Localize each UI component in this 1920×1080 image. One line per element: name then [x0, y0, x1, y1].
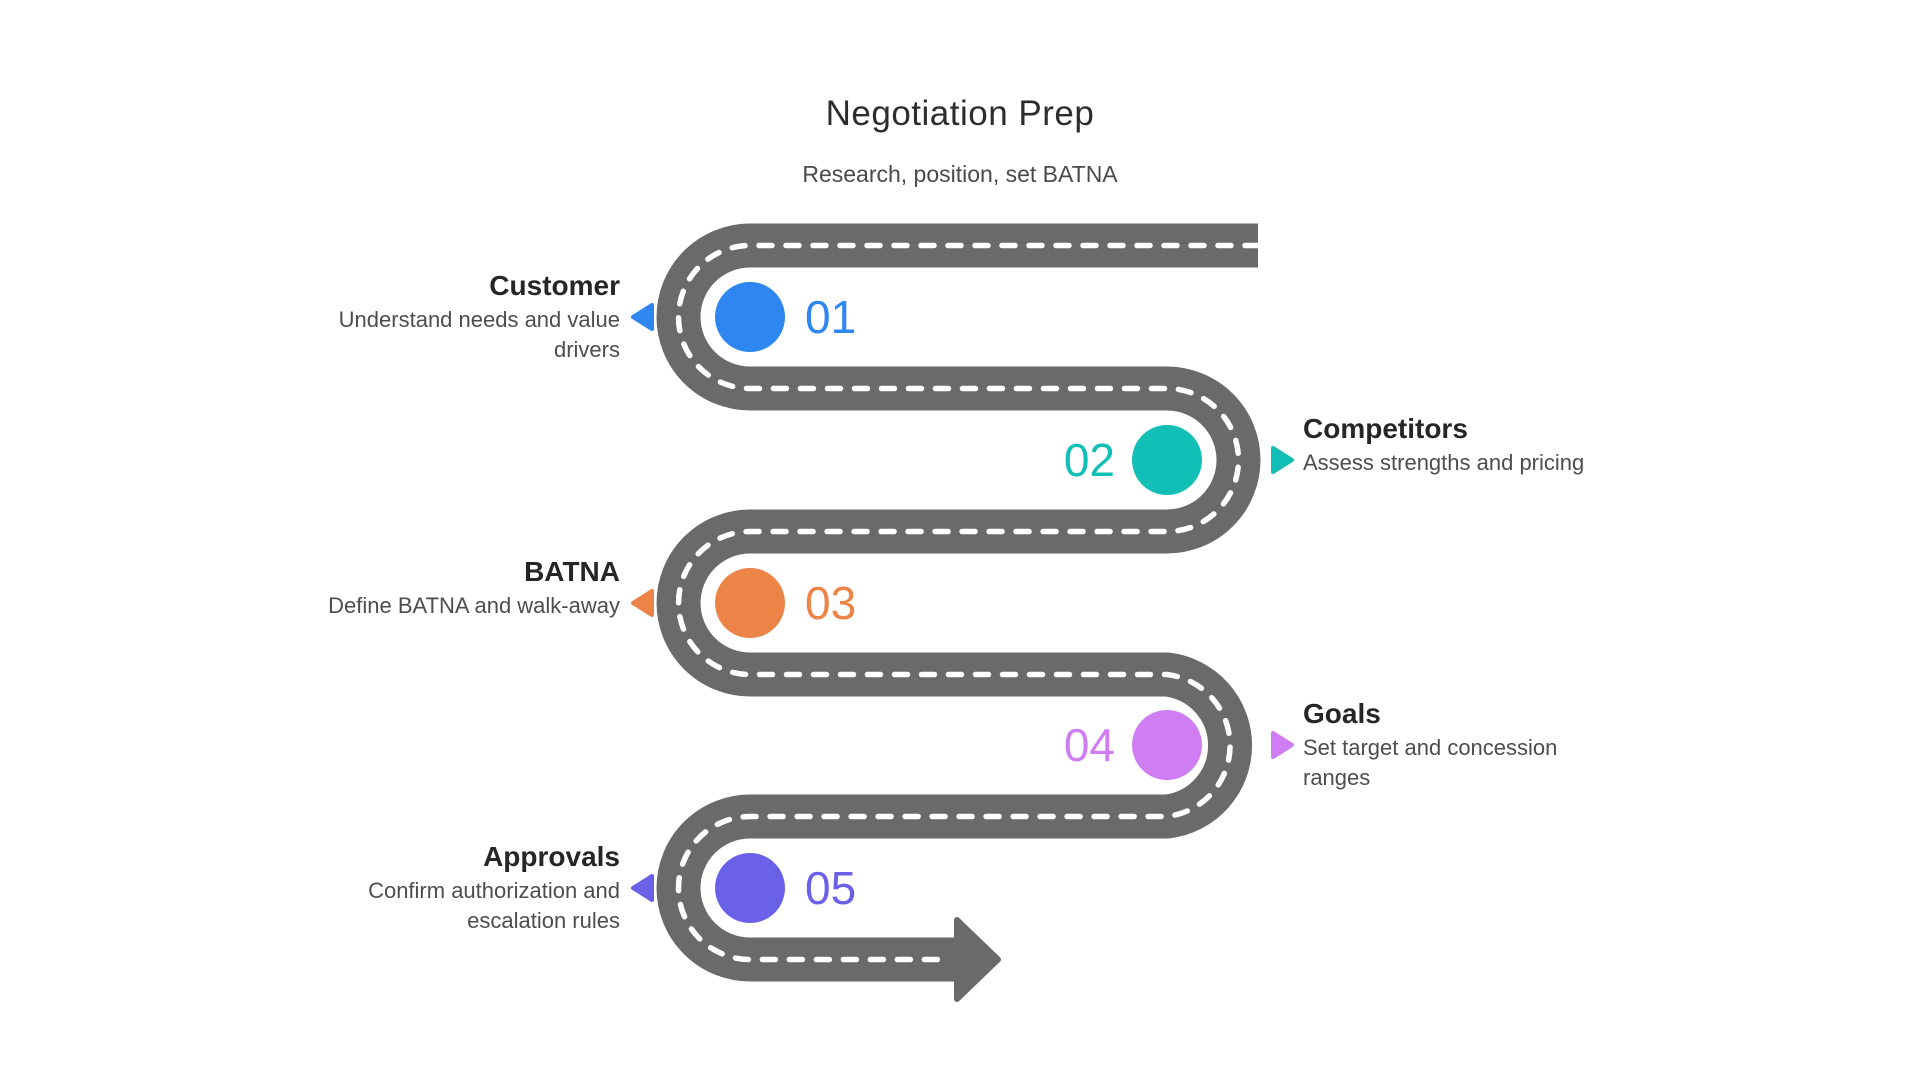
- step-3-description: Define BATNA and walk-away: [328, 593, 620, 618]
- step-1-description: Understand needs and value drivers: [338, 307, 620, 362]
- step-3-pointer-icon: [631, 589, 654, 617]
- step-2-pointer-icon: [1271, 446, 1294, 474]
- page-subtitle: Research, position, set BATNA: [802, 161, 1118, 187]
- step-2-label-block: Competitors Assess strengths and pricing: [1303, 412, 1663, 478]
- step-3-number: 03: [805, 577, 856, 629]
- step-1-label-block: Customer Understand needs and value driv…: [335, 269, 620, 365]
- road-arrowhead-icon: [954, 917, 1001, 1002]
- step-5-label-block: Approvals Confirm authorization and esca…: [335, 840, 620, 936]
- step-2-label: Competitors: [1303, 413, 1468, 444]
- step-4-number: 04: [1064, 719, 1115, 771]
- step-4-label: Goals: [1303, 698, 1381, 729]
- step-3-label-block: BATNA Define BATNA and walk-away: [290, 555, 620, 621]
- road-lane-dashes: [675, 242, 1261, 963]
- step-5-pointer-icon: [631, 874, 654, 902]
- step-3-circle: [715, 568, 785, 638]
- step-4-circle: [1132, 710, 1202, 780]
- step-5-label: Approvals: [483, 841, 620, 872]
- step-5-number: 05: [805, 862, 856, 914]
- step-5-circle: [715, 853, 785, 923]
- step-4-description: Set target and concession ranges: [1303, 735, 1558, 790]
- step-3-label: BATNA: [524, 556, 620, 587]
- step-4-label-block: Goals Set target and concession ranges: [1303, 697, 1588, 793]
- step-1-label: Customer: [489, 270, 620, 301]
- step-5-description: Confirm authorization and escalation rul…: [368, 878, 620, 933]
- step-4-pointer-icon: [1271, 731, 1294, 759]
- step-1-number: 01: [805, 291, 856, 343]
- step-1-pointer-icon: [631, 303, 654, 331]
- step-2-circle: [1132, 425, 1202, 495]
- page-title: Negotiation Prep: [825, 94, 1095, 133]
- step-1-circle: [715, 282, 785, 352]
- step-2-number: 02: [1064, 434, 1115, 486]
- step-2-description: Assess strengths and pricing: [1303, 450, 1585, 475]
